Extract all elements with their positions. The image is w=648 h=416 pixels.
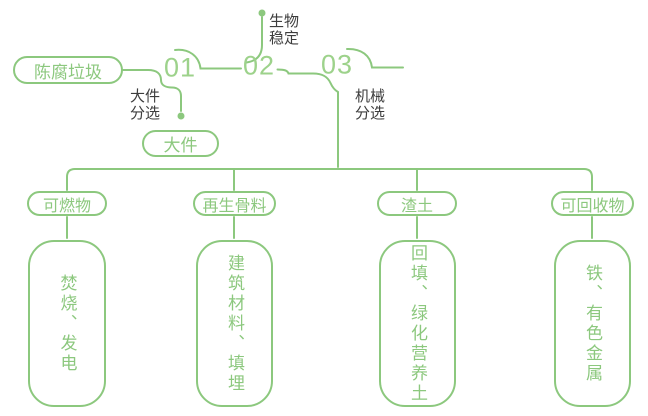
label-line: 稳定 — [269, 30, 300, 47]
step-number-03: 03 — [320, 49, 354, 80]
detail-box-residue-soil: 回填、绿化营养土 — [379, 240, 456, 407]
node-bulky-output: 大件 — [142, 130, 219, 157]
step-number-01: 01 — [163, 52, 197, 83]
line-source-to-step01 — [122, 69, 182, 112]
label-line: 机械 — [355, 88, 386, 105]
node-recyclables: 可回收物 — [551, 191, 634, 216]
label-line: 生物 — [269, 13, 300, 30]
detail-box-recyclables: 铁、有色金属 — [554, 240, 631, 407]
node-source: 陈腐垃圾 — [13, 56, 123, 84]
label-mechanical-sorting: 机械 分选 — [355, 88, 385, 122]
node-recycled-aggregate: 再生骨料 — [193, 191, 276, 216]
flow-lines — [66, 9, 593, 239]
line-step02-to-step03 — [276, 68, 339, 168]
line-bio-branch — [245, 16, 263, 64]
step-number-02: 02 — [242, 50, 276, 81]
node-combustible: 可燃物 — [27, 191, 107, 216]
connector-dot-bulky — [177, 112, 185, 120]
line-step03-exit — [346, 47, 404, 69]
line-step01-to-step02 — [174, 48, 242, 70]
label-line: 分选 — [355, 105, 386, 122]
label-line: 大件 — [130, 88, 161, 105]
detail-box-recycled-aggregate: 建筑材料、填埋 — [196, 240, 273, 407]
detail-box-combustible: 焚烧、发电 — [28, 240, 106, 407]
label-bulky-sorting: 大件 分选 — [130, 88, 160, 122]
connector-dot-bio — [258, 9, 266, 17]
label-biological-stabilization: 生物 稳定 — [269, 13, 299, 47]
label-line: 分选 — [130, 105, 161, 122]
distribution-bar — [66, 168, 593, 191]
node-residue-soil: 渣土 — [377, 191, 457, 216]
